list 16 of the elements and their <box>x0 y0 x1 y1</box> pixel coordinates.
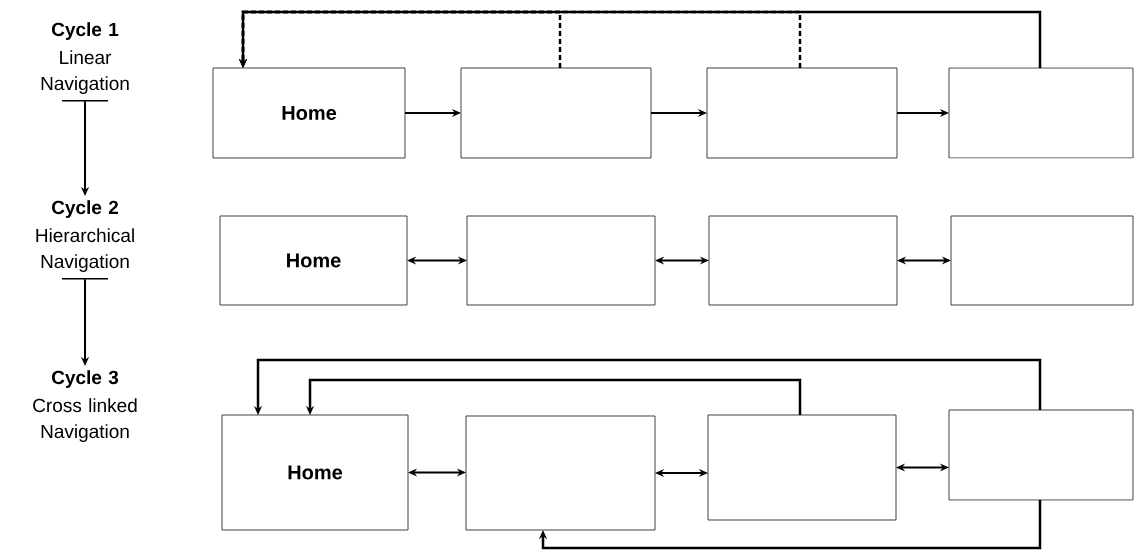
page-box <box>948 67 1134 159</box>
page-box: Home <box>221 414 409 531</box>
page-box <box>948 409 1134 501</box>
page-box <box>706 67 898 159</box>
page-box <box>460 67 652 159</box>
page-box: Home <box>219 215 408 306</box>
arrow <box>538 500 1042 550</box>
page-box <box>950 215 1134 306</box>
page-box <box>466 215 656 306</box>
page-box <box>708 215 898 306</box>
page-box <box>707 414 897 521</box>
page-box: Home <box>212 67 406 159</box>
page-box <box>465 415 656 531</box>
cycle-label: Cycle 2 Hierarchical Navigation <box>36 200 134 272</box>
cycle-label: Cycle 1 Linear Navigation <box>41 22 129 94</box>
cycle-label: Cycle 3 Cross linked Navigation <box>33 370 137 442</box>
